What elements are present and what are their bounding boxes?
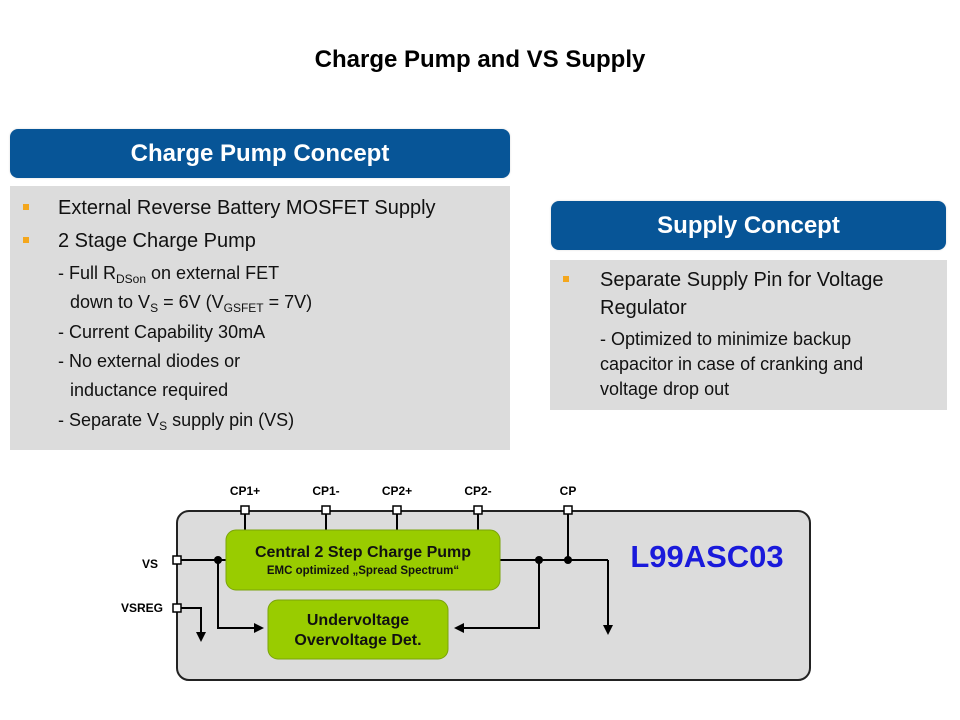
pin-label: CP1+ bbox=[230, 484, 260, 498]
supply-concept-title: Supply Concept bbox=[657, 212, 840, 239]
supply-concept-header: Supply Concept bbox=[551, 201, 946, 250]
pin-vsreg bbox=[172, 603, 182, 613]
bullet-item: 2 Stage Charge Pump bbox=[58, 230, 256, 252]
pin-label: CP1- bbox=[312, 484, 339, 498]
supply-concept-panel bbox=[550, 260, 947, 410]
pin-cp bbox=[563, 505, 573, 515]
sub-item-vs-pin: - Separate VS supply pin (VS) bbox=[58, 410, 295, 433]
pin-label: CP2+ bbox=[382, 484, 412, 498]
detector-line-2: Overvoltage Det. bbox=[294, 632, 421, 649]
charge-pump-concept-header: Charge Pump Concept bbox=[10, 129, 510, 178]
junction-dot bbox=[564, 556, 572, 564]
pin-label: VSREG bbox=[121, 601, 163, 615]
bullet-marker bbox=[23, 204, 29, 210]
detector-line-1: Undervoltage bbox=[307, 612, 409, 629]
sub-item-current: - Current Capability 30mA bbox=[58, 322, 266, 342]
charge-pump-block bbox=[225, 529, 501, 591]
pin-cp1-plus bbox=[240, 505, 250, 515]
sub-item-rdson: - Full RDSon on external FET bbox=[58, 263, 280, 286]
junction-dot bbox=[214, 556, 222, 564]
sub-item: - Optimized to minimize backup bbox=[600, 329, 852, 349]
bullet-item: External Reverse Battery MOSFET Supply bbox=[58, 197, 436, 219]
charge-pump-block-subtitle: EMC optimized „Spread Spectrum“ bbox=[267, 565, 459, 577]
pin-cp2-minus bbox=[473, 505, 483, 515]
slide-title: Charge Pump and VS Supply bbox=[314, 46, 646, 73]
sub-item-vs-threshold: down to VS = 6V (VGSFET = 7V) bbox=[70, 292, 313, 315]
pin-label: CP bbox=[560, 484, 577, 498]
charge-pump-block-title: Central 2 Step Charge Pump bbox=[255, 544, 471, 561]
pin-label: CP2- bbox=[464, 484, 491, 498]
sub-item-diodes: - No external diodes or bbox=[58, 351, 241, 371]
sub-item: capacitor in case of cranking and bbox=[600, 354, 864, 374]
bullet-item: Separate Supply Pin for Voltage bbox=[600, 269, 884, 291]
voltage-detector-block bbox=[267, 599, 449, 660]
charge-pump-concept-title: Charge Pump Concept bbox=[130, 140, 390, 167]
pin-cp2-plus bbox=[392, 505, 402, 515]
bullet-marker bbox=[23, 237, 29, 243]
charge-pump-concept-panel bbox=[10, 186, 510, 450]
sub-item: voltage drop out bbox=[600, 379, 730, 399]
bullet-item-continued: Regulator bbox=[600, 297, 687, 319]
pin-cp1-minus bbox=[321, 505, 331, 515]
junction-dot bbox=[535, 556, 543, 564]
sub-item-inductance: inductance required bbox=[70, 380, 229, 400]
chip-name: L99ASC03 bbox=[630, 539, 783, 574]
bullet-marker bbox=[563, 276, 569, 282]
pin-vs bbox=[172, 555, 182, 565]
pin-label: VS bbox=[142, 557, 158, 571]
